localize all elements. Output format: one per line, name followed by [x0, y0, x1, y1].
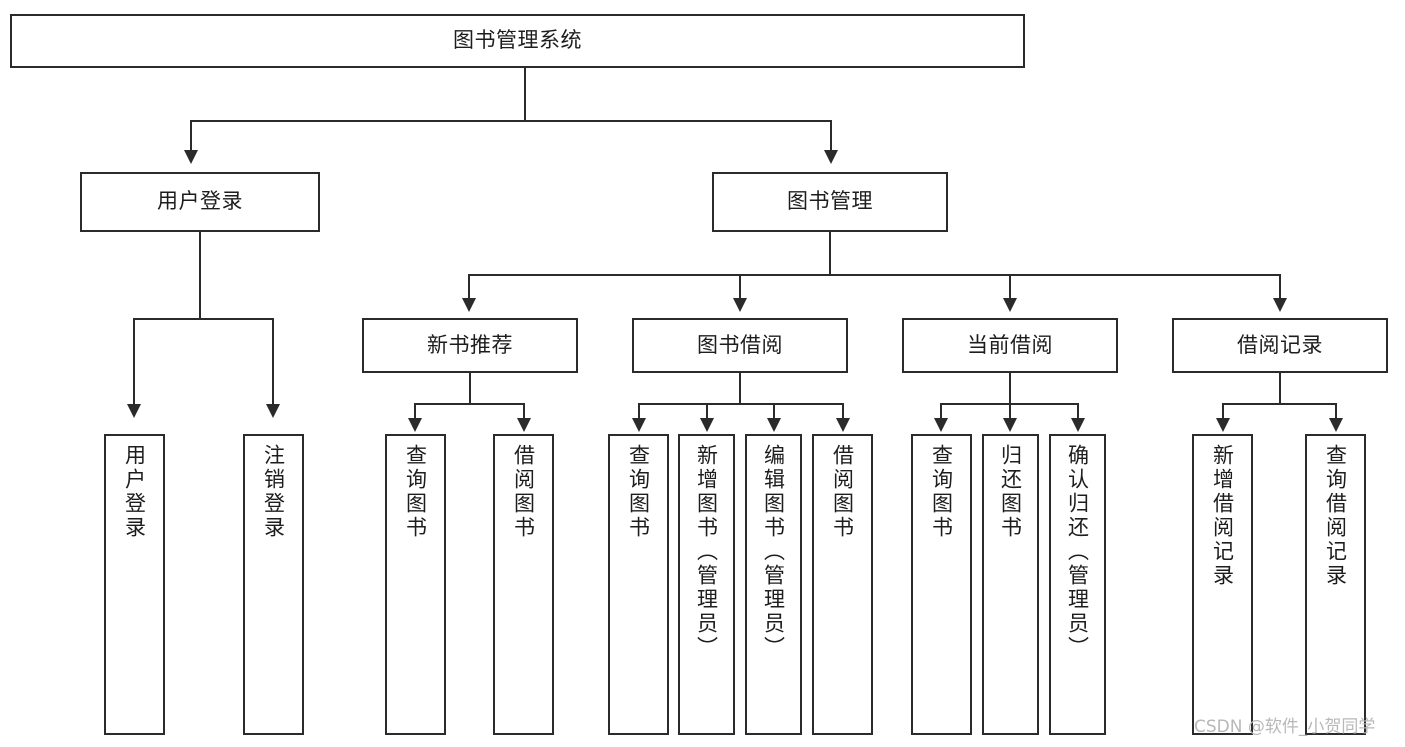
edge-drop-l-add-book — [706, 403, 708, 421]
leaf-borrow-book-2-label: 借阅图书 — [830, 444, 855, 540]
edge-drop-l-confirm-return — [1077, 403, 1079, 421]
leaf-query-book-2[interactable]: 查询图书 — [608, 434, 669, 735]
edge-drop-l-borrow-book-1 — [523, 403, 525, 421]
leaf-return-book-label: 归还图书 — [998, 444, 1023, 540]
edge-drop-user-login — [190, 120, 192, 155]
leaf-query-book-3-label: 查询图书 — [929, 444, 954, 540]
edge-drop-l-borrow-book-2 — [842, 403, 844, 421]
edge-drop-l-logout — [272, 318, 274, 408]
arrow-l-edit-book — [767, 418, 781, 432]
edge-drop-l-user-login — [133, 318, 135, 408]
edge-user-login-bus — [134, 318, 274, 320]
edge-borrow-record-bus — [1223, 403, 1337, 405]
node-book-borrow[interactable]: 图书借阅 — [632, 318, 848, 373]
leaf-add-book-label: 新增图书（管理员） — [694, 444, 719, 660]
arrow-new-book-rec — [462, 298, 476, 312]
csdn-watermark: CSDN @软件_小贺同学 — [1194, 717, 1376, 737]
leaf-edit-book[interactable]: 编辑图书（管理员） — [745, 434, 802, 735]
leaf-user-login-label: 用户登录 — [122, 444, 147, 540]
arrow-l-query-record — [1329, 418, 1343, 432]
leaf-add-record[interactable]: 新增借阅记录 — [1192, 434, 1253, 735]
arrow-l-add-record — [1216, 418, 1230, 432]
node-root-label: 图书管理系统 — [453, 28, 582, 53]
edge-drop-l-query-book-3 — [940, 403, 942, 421]
arrow-l-query-book-2 — [632, 418, 646, 432]
leaf-query-book-1-label: 查询图书 — [403, 444, 428, 540]
arrow-l-return-book — [1003, 418, 1017, 432]
node-borrow-record-label: 借阅记录 — [1237, 332, 1323, 357]
leaf-query-record-label: 查询借阅记录 — [1323, 444, 1348, 588]
edge-drop-l-query-book-1 — [414, 403, 416, 421]
arrow-current-borrow — [1003, 298, 1017, 312]
edge-new-book-rec-bus — [415, 403, 525, 405]
edge-book-borrow-stem — [739, 373, 741, 403]
edge-level3-bus — [468, 274, 1280, 276]
edge-drop-l-edit-book — [773, 403, 775, 421]
arrow-l-borrow-book-1 — [517, 418, 531, 432]
node-borrow-record[interactable]: 借阅记录 — [1172, 318, 1388, 373]
node-current-borrow[interactable]: 当前借阅 — [902, 318, 1118, 373]
leaf-query-book-3[interactable]: 查询图书 — [911, 434, 972, 735]
arrow-user-login — [184, 150, 198, 164]
edge-drop-book-borrow — [739, 274, 741, 302]
edge-book-borrow-bus — [639, 403, 844, 405]
leaf-confirm-return[interactable]: 确认归还（管理员） — [1049, 434, 1106, 735]
edge-drop-borrow-record — [1279, 274, 1281, 302]
node-book-borrow-label: 图书借阅 — [697, 332, 783, 357]
edge-drop-l-query-book-2 — [638, 403, 640, 421]
arrow-l-query-book-1 — [408, 418, 422, 432]
leaf-borrow-book-2[interactable]: 借阅图书 — [812, 434, 873, 735]
edge-book-mgmt-stem — [829, 232, 831, 274]
leaf-confirm-return-label: 确认归还（管理员） — [1065, 444, 1090, 660]
leaf-query-book-1[interactable]: 查询图书 — [385, 434, 446, 735]
arrow-l-query-book-3 — [934, 418, 948, 432]
edge-user-login-stem — [199, 232, 201, 318]
edge-level2-bus — [190, 120, 832, 122]
edge-borrow-record-stem — [1279, 373, 1281, 403]
edge-drop-new-book-rec — [468, 274, 470, 302]
node-current-borrow-label: 当前借阅 — [967, 332, 1053, 357]
leaf-return-book[interactable]: 归还图书 — [982, 434, 1039, 735]
node-book-mgmt-label: 图书管理 — [787, 189, 873, 214]
leaf-query-record[interactable]: 查询借阅记录 — [1305, 434, 1366, 735]
arrow-book-borrow — [733, 298, 747, 312]
node-user-login[interactable]: 用户登录 — [80, 172, 320, 232]
edge-drop-current-borrow — [1009, 274, 1011, 302]
leaf-add-book[interactable]: 新增图书（管理员） — [678, 434, 735, 735]
leaf-logout[interactable]: 注销登录 — [243, 434, 304, 735]
leaf-logout-label: 注销登录 — [261, 444, 286, 540]
edge-new-book-rec-stem — [469, 373, 471, 403]
node-user-login-label: 用户登录 — [157, 189, 243, 214]
edge-root-stem — [524, 68, 526, 120]
arrow-l-borrow-book-2 — [836, 418, 850, 432]
arrow-borrow-record — [1273, 298, 1287, 312]
edge-drop-l-add-record — [1222, 403, 1224, 421]
leaf-query-book-2-label: 查询图书 — [626, 444, 651, 540]
leaf-user-login[interactable]: 用户登录 — [104, 434, 165, 735]
arrow-book-mgmt — [824, 150, 838, 164]
arrow-l-confirm-return — [1071, 418, 1085, 432]
leaf-edit-book-label: 编辑图书（管理员） — [761, 444, 786, 660]
edge-drop-l-return-book — [1009, 403, 1011, 421]
edge-drop-book-mgmt — [830, 120, 832, 155]
leaf-borrow-book-1-label: 借阅图书 — [511, 444, 536, 540]
node-new-book-rec-label: 新书推荐 — [427, 332, 513, 357]
node-book-mgmt[interactable]: 图书管理 — [712, 172, 948, 232]
arrow-l-add-book — [700, 418, 714, 432]
arrow-l-user-login — [127, 404, 141, 418]
node-root[interactable]: 图书管理系统 — [10, 14, 1025, 68]
edge-current-borrow-stem — [1009, 373, 1011, 403]
node-new-book-rec[interactable]: 新书推荐 — [362, 318, 578, 373]
arrow-l-logout — [266, 404, 280, 418]
edge-drop-l-query-record — [1335, 403, 1337, 421]
leaf-borrow-book-1[interactable]: 借阅图书 — [493, 434, 554, 735]
leaf-add-record-label: 新增借阅记录 — [1210, 444, 1235, 588]
